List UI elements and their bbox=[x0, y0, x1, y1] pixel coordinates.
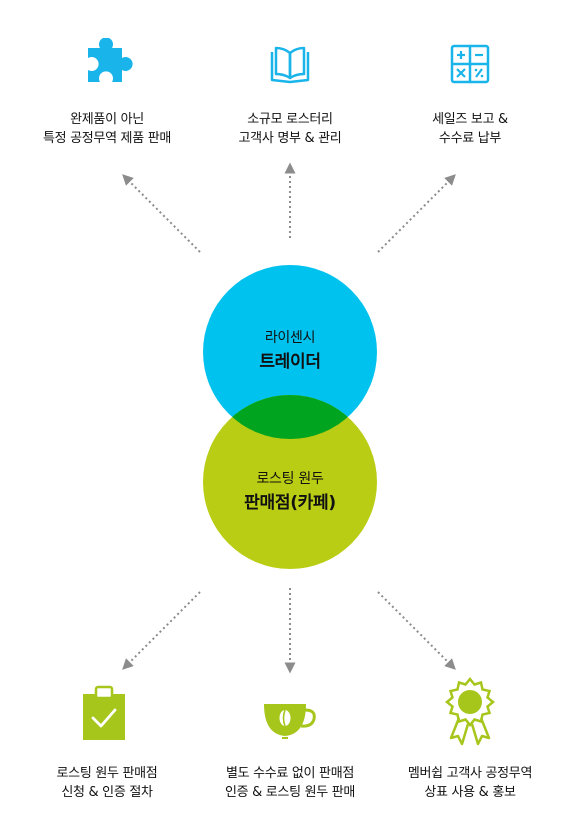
top-item-2-label: 소규모 로스터리 고객사 명부 & 관리 bbox=[195, 110, 385, 148]
arrow-to-top-left bbox=[122, 174, 201, 253]
arrow-to-bottom-left bbox=[122, 591, 201, 670]
trader-label-line1: 라이센시 bbox=[264, 330, 316, 346]
calculator-icon bbox=[450, 44, 490, 84]
bottom-item-2-label: 별도 수수료 없이 판매점 인증 & 로스팅 원두 판매 bbox=[195, 764, 385, 802]
shop-label-line2: 판매점(카페) bbox=[244, 493, 336, 513]
bottom-item-1-line1: 로스팅 원두 판매점 bbox=[56, 766, 158, 781]
arrow-to-bottom-right bbox=[377, 591, 456, 670]
bottom-item-3-line1: 멤버쉽 고객사 공정무역 bbox=[407, 766, 533, 781]
top-item-2-line1: 소규모 로스터리 bbox=[247, 112, 333, 127]
bottom-item-2-line2: 인증 & 로스팅 원두 판매 bbox=[224, 785, 356, 800]
shop-circle-label: 로스팅 원두 판매점(카페) bbox=[200, 468, 380, 516]
puzzle-icon bbox=[88, 38, 133, 82]
shop-label-line1: 로스팅 원두 bbox=[256, 471, 324, 487]
top-item-1-line2: 특정 공정무역 제품 판매 bbox=[42, 131, 172, 146]
coffee-cup-icon bbox=[264, 704, 316, 739]
bottom-item-3-line2: 상표 사용 & 홍보 bbox=[424, 785, 516, 800]
top-item-3-label: 세일즈 보고 & 수수료 납부 bbox=[375, 110, 565, 148]
clipboard-check-icon bbox=[83, 685, 125, 740]
licensee-trader-circle bbox=[203, 265, 377, 439]
bottom-item-1-label: 로스팅 원두 판매점 신청 & 인증 절차 bbox=[12, 764, 202, 802]
book-icon bbox=[270, 46, 310, 84]
trader-label-line2: 트레이더 bbox=[259, 352, 321, 372]
top-item-2-line2: 고객사 명부 & 관리 bbox=[238, 131, 342, 146]
top-item-1-line1: 완제품이 아닌 bbox=[70, 112, 144, 127]
top-item-3-line1: 세일즈 보고 & bbox=[432, 112, 508, 127]
top-item-3-line2: 수수료 납부 bbox=[438, 131, 502, 146]
roasted-bean-shop-circle bbox=[203, 395, 377, 569]
award-badge-icon bbox=[445, 677, 495, 746]
bottom-item-2-line1: 별도 수수료 없이 판매점 bbox=[225, 766, 355, 781]
arrow-to-top-right bbox=[377, 174, 456, 253]
trader-circle-label: 라이센시 트레이더 bbox=[200, 327, 380, 375]
bottom-item-1-line2: 신청 & 인증 절차 bbox=[61, 785, 153, 800]
bottom-item-3-label: 멤버쉽 고객사 공정무역 상표 사용 & 홍보 bbox=[375, 764, 565, 802]
top-item-1-label: 완제품이 아닌 특정 공정무역 제품 판매 bbox=[12, 110, 202, 148]
